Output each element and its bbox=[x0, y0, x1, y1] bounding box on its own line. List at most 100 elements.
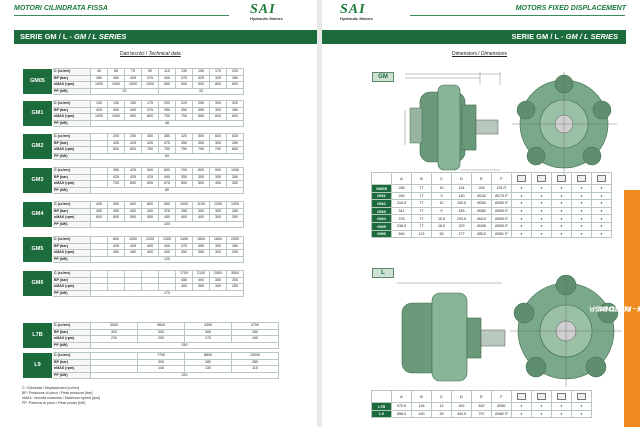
availability-dot-icon: ● bbox=[511, 409, 532, 419]
availability-dot-icon: ● bbox=[511, 402, 532, 411]
row-label: PP (kW) bbox=[52, 152, 91, 160]
spec-cell: 320 bbox=[226, 100, 244, 108]
power-cell: 170 bbox=[90, 289, 244, 297]
dim-cell: 77 bbox=[411, 199, 432, 208]
availability-dot-icon: ● bbox=[531, 206, 552, 216]
model-label: GM6 bbox=[22, 270, 53, 297]
model-label: GM3 bbox=[22, 167, 53, 194]
dim-cell: Ø495 bbox=[471, 221, 492, 231]
dim-header: F bbox=[491, 390, 512, 403]
model-label: GM05 bbox=[22, 68, 53, 95]
dim-cell: 205 bbox=[471, 184, 492, 193]
availability-dot-icon: ● bbox=[571, 229, 592, 239]
dim-cell: 341 bbox=[391, 206, 412, 216]
dim-cell: Ø482 f7 bbox=[491, 409, 512, 419]
availability-dot-icon: ● bbox=[531, 409, 552, 419]
model-label: GM1 bbox=[22, 100, 53, 127]
dim-cell: Ø381 bbox=[491, 402, 512, 411]
dim-title: Dimensioni / Dimensions bbox=[452, 51, 508, 57]
spec-cell: 200 bbox=[226, 68, 244, 76]
availability-dot-icon: ● bbox=[551, 221, 572, 231]
dim-header: D bbox=[451, 172, 472, 185]
availability-dot-icon: ● bbox=[511, 191, 532, 201]
dim-cell: Ø265 f7 bbox=[491, 221, 512, 231]
spec-cell: 800 bbox=[226, 81, 244, 89]
model-label: GM3 bbox=[371, 206, 392, 216]
dim-cell: 318.5 bbox=[391, 199, 412, 208]
dim-cell: 77 bbox=[411, 206, 432, 216]
dim-cell: 302 bbox=[451, 402, 472, 411]
dim-header: F bbox=[491, 172, 512, 185]
dim-cell: 797 bbox=[471, 409, 492, 419]
availability-dot-icon: ● bbox=[531, 402, 552, 411]
dim-cell: 277 bbox=[451, 229, 472, 239]
dim-cell: 259 bbox=[391, 191, 412, 201]
power-cell: 320 bbox=[90, 371, 279, 379]
model-label: GM5 bbox=[371, 221, 392, 231]
dim-cell: 658.5 bbox=[391, 409, 412, 419]
dim-cell: 10 bbox=[431, 199, 452, 208]
dim-cell: 378 bbox=[391, 214, 412, 223]
row-label: PP (kW) bbox=[52, 220, 91, 228]
dim-header: C bbox=[431, 172, 452, 185]
availability-dot-icon: ● bbox=[591, 199, 612, 208]
model-label: L7B bbox=[371, 402, 392, 411]
dim-cell: 9 bbox=[431, 206, 452, 216]
l-front-drawing bbox=[510, 275, 622, 387]
dim-header: A bbox=[391, 390, 412, 403]
power-cell: 33 bbox=[158, 87, 244, 95]
dim-cell: 10.5 bbox=[431, 214, 452, 223]
corner-cell bbox=[371, 172, 392, 185]
model-label: GM1 bbox=[371, 191, 392, 201]
availability-dot-icon: ● bbox=[591, 206, 612, 216]
mount-icon bbox=[511, 390, 532, 403]
dim-cell: 140 bbox=[451, 191, 472, 201]
dim-cell: 125 f7 bbox=[491, 184, 512, 193]
power-cell: 120 bbox=[90, 255, 244, 263]
dim-cell: Ø265 f7 bbox=[491, 214, 512, 223]
header-rule-right bbox=[410, 15, 625, 16]
tech-title: Dati tecnici / Technical data bbox=[120, 51, 181, 57]
dim-cell: Ø265 f7 bbox=[491, 206, 512, 216]
dim-cell: 126 bbox=[411, 402, 432, 411]
availability-dot-icon: ● bbox=[531, 199, 552, 208]
dim-cell: Ø242 bbox=[471, 191, 492, 201]
availability-dot-icon: ● bbox=[551, 229, 572, 239]
availability-dot-icon: ● bbox=[551, 214, 572, 223]
dim-cell: 258 bbox=[391, 184, 412, 193]
availability-dot-icon: ● bbox=[511, 229, 532, 239]
model-label: GM4 bbox=[22, 201, 53, 228]
corner-cell bbox=[371, 390, 392, 403]
mount-icon bbox=[591, 172, 612, 185]
availability-dot-icon: ● bbox=[571, 402, 592, 411]
row-label: PP (kW) bbox=[52, 255, 91, 263]
availability-dot-icon: ● bbox=[531, 221, 552, 231]
power-cell: 250 bbox=[90, 341, 279, 349]
dim-cell: Ø410 bbox=[471, 214, 492, 223]
l-side-drawing bbox=[397, 282, 506, 382]
legend: C: Cilindrata / Displacement [cc/rev]BP:… bbox=[22, 386, 101, 405]
dim-header: E bbox=[471, 172, 492, 185]
spec-cell: 280 bbox=[226, 106, 244, 114]
mount-icon bbox=[551, 390, 572, 403]
model-label: GM2 bbox=[371, 199, 392, 208]
dim-header: C bbox=[431, 390, 452, 403]
series-band: SERIE GM / L - GM / L SERIES bbox=[14, 30, 317, 44]
dim-header: B bbox=[411, 390, 432, 403]
right-header: MOTORS FIXED DISPLACEMENT bbox=[515, 5, 626, 12]
availability-dot-icon: ● bbox=[591, 229, 612, 239]
availability-dot-icon: ● bbox=[591, 191, 612, 201]
model-label: GM6 bbox=[371, 229, 392, 239]
dim-cell: 77 bbox=[411, 184, 432, 193]
availability-dot-icon: ● bbox=[551, 206, 572, 216]
